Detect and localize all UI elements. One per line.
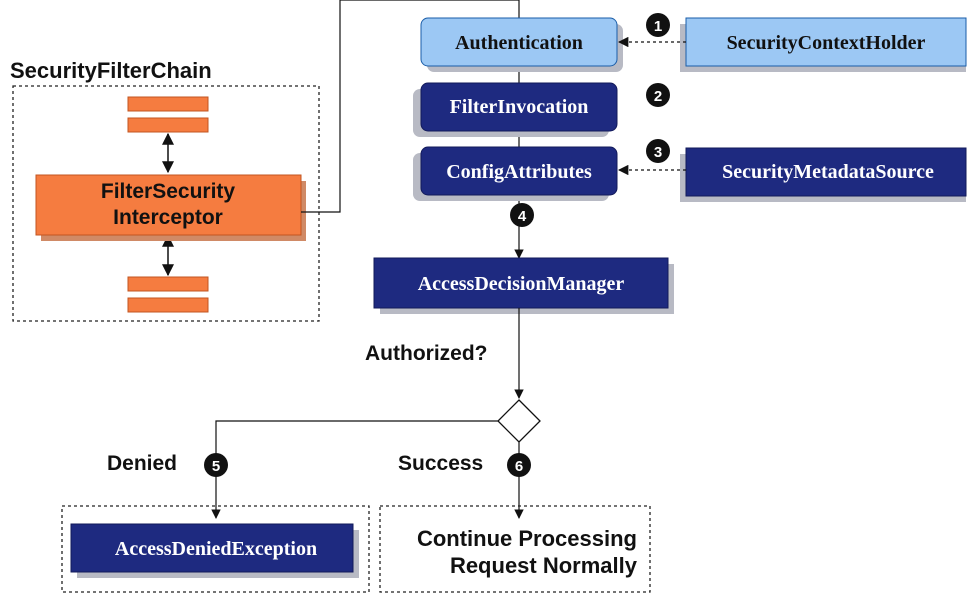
interceptor-label-1: FilterSecurity: [101, 180, 236, 203]
access-denied-exception-label: AccessDeniedException: [115, 538, 317, 560]
svg-text:3: 3: [654, 144, 662, 161]
step-marker-1: 1: [646, 13, 670, 37]
security-metadata-source-box: [685, 147, 967, 197]
svg-text:6: 6: [515, 458, 523, 475]
svg-text:1: 1: [654, 18, 662, 35]
svg-text:4: 4: [518, 208, 527, 225]
authorized-label: Authorized?: [365, 342, 487, 365]
authentication-box: [420, 17, 618, 67]
config-attributes-label: ConfigAttributes: [446, 161, 592, 183]
security-metadata-source-label: SecurityMetadataSource: [722, 161, 934, 183]
filter-invocation-label: FilterInvocation: [450, 96, 589, 118]
filter-bar: [127, 276, 209, 292]
filter-security-interceptor: [35, 174, 302, 236]
filter-bar: [127, 117, 209, 133]
svg-text:2: 2: [654, 88, 662, 105]
step-marker-4: 4: [510, 203, 534, 227]
chain-container: [12, 85, 320, 322]
step-marker-6: 6: [507, 453, 531, 477]
access-decision-manager-box: [373, 257, 669, 309]
filter-invocation-box: [420, 82, 618, 132]
step-marker-2: 2: [646, 83, 670, 107]
continue-container: [379, 505, 651, 593]
access-denied-exception-box: [70, 523, 354, 573]
access-decision-manager-label: AccessDecisionManager: [418, 273, 625, 295]
continue-label-1: Continue Processing: [417, 526, 637, 551]
denied-path: [211, 420, 498, 519]
step-marker-5: 5: [204, 453, 228, 477]
decision-diamond: [497, 399, 541, 443]
interceptor-label-2: Interceptor: [113, 206, 223, 229]
svg-text:5: 5: [212, 458, 220, 475]
security-context-holder-label: SecurityContextHolder: [727, 32, 926, 54]
denied-label: Denied: [107, 452, 177, 475]
denied-container: [61, 505, 370, 593]
step-marker-3: 3: [646, 139, 670, 163]
filter-bar: [127, 297, 209, 313]
success-label: Success: [398, 452, 483, 475]
continue-label-2: Request Normally: [450, 553, 638, 578]
config-attributes-box: [420, 146, 618, 196]
authentication-label: Authentication: [455, 32, 583, 54]
chain-title: SecurityFilterChain: [10, 58, 212, 83]
filter-bar: [127, 96, 209, 112]
